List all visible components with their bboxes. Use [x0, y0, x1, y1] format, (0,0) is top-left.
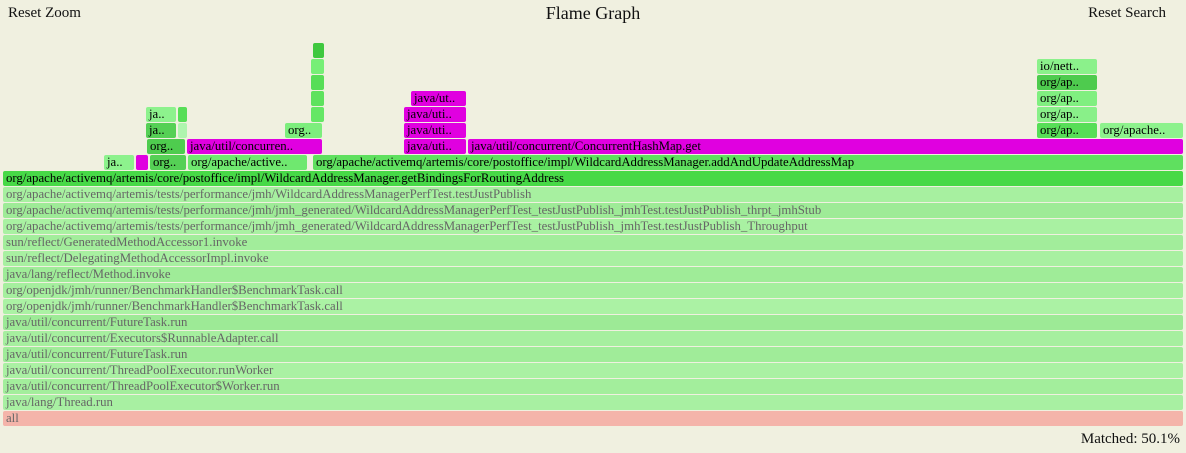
flame-frame[interactable]: org/apache/activemq/artemis/tests/perfor… [3, 187, 1183, 202]
flame-frame[interactable]: java/util/concurrent/ThreadPoolExecutor$… [3, 379, 1183, 394]
flame-frame[interactable]: org/openjdk/jmh/runner/BenchmarkHandler$… [3, 283, 1183, 298]
matched-percentage-label: Matched: 50.1% [1080, 431, 1180, 447]
flame-frame[interactable]: org/apache/activemq/artemis/tests/perfor… [3, 219, 1183, 234]
flame-frame[interactable] [311, 59, 324, 74]
flame-frame[interactable]: org/apache.. [1100, 123, 1183, 138]
reset-search-button[interactable]: Reset Search [1088, 5, 1166, 21]
flame-frame[interactable]: org/ap.. [1037, 107, 1097, 122]
flame-frame[interactable]: java/uti.. [404, 123, 466, 138]
flame-frame[interactable]: ja.. [146, 107, 176, 122]
flame-frame[interactable] [178, 107, 187, 122]
flame-frame[interactable]: org/apache/activemq/artemis/core/postoff… [313, 155, 1183, 170]
flame-frame[interactable]: java/util/concurrent/ConcurrentHashMap.g… [468, 139, 1183, 154]
flame-frame[interactable]: java/util/concurrent/Executors$RunnableA… [3, 331, 1183, 346]
reset-zoom-button[interactable]: Reset Zoom [8, 5, 81, 21]
flame-frame[interactable]: org.. [150, 155, 186, 170]
flame-frame[interactable]: org/ap.. [1037, 75, 1097, 90]
flame-frame[interactable]: org/apache/active.. [188, 155, 307, 170]
flame-frame[interactable]: java/uti.. [404, 139, 466, 154]
flame-frame[interactable]: sun/reflect/DelegatingMethodAccessorImpl… [3, 251, 1183, 266]
flame-frame[interactable] [311, 107, 324, 122]
flame-frame[interactable] [313, 43, 324, 58]
flame-frame[interactable]: java/ut.. [411, 91, 466, 106]
flame-frame[interactable]: java/util/concurrent/FutureTask.run [3, 347, 1183, 362]
flame-graph-canvas: io/nett..org/ap..java/ut..org/ap..ja..ja… [3, 43, 1183, 426]
flame-frame[interactable] [311, 91, 324, 106]
page-title: Flame Graph [545, 3, 641, 23]
flame-frame[interactable]: all [3, 411, 1183, 426]
flame-frame[interactable]: io/nett.. [1037, 59, 1097, 74]
flame-frame[interactable]: java/uti.. [404, 107, 466, 122]
flame-frame[interactable]: org.. [285, 123, 322, 138]
flame-frame[interactable] [136, 155, 148, 170]
flame-frame[interactable]: ja.. [146, 123, 176, 138]
flame-frame[interactable]: org/ap.. [1037, 123, 1097, 138]
flame-frame[interactable]: org/apache/activemq/artemis/core/postoff… [3, 171, 1183, 186]
flame-frame[interactable]: org/openjdk/jmh/runner/BenchmarkHandler$… [3, 299, 1183, 314]
flame-frame[interactable]: ja.. [104, 155, 134, 170]
flame-frame[interactable]: sun/reflect/GeneratedMethodAccessor1.inv… [3, 235, 1183, 250]
flame-frame[interactable]: org/ap.. [1037, 91, 1097, 106]
flame-frame[interactable]: java/util/concurren.. [187, 139, 322, 154]
flame-frame[interactable] [311, 75, 324, 90]
flame-frame[interactable]: java/util/concurrent/ThreadPoolExecutor.… [3, 363, 1183, 378]
flame-frame[interactable]: org/apache/activemq/artemis/tests/perfor… [3, 203, 1183, 218]
flame-frame[interactable]: java/lang/Thread.run [3, 395, 1183, 410]
flame-frame[interactable]: org.. [147, 139, 185, 154]
flame-frame[interactable]: java/util/concurrent/FutureTask.run [3, 315, 1183, 330]
flame-frame[interactable]: java/lang/reflect/Method.invoke [3, 267, 1183, 282]
flame-frame[interactable] [178, 123, 187, 138]
